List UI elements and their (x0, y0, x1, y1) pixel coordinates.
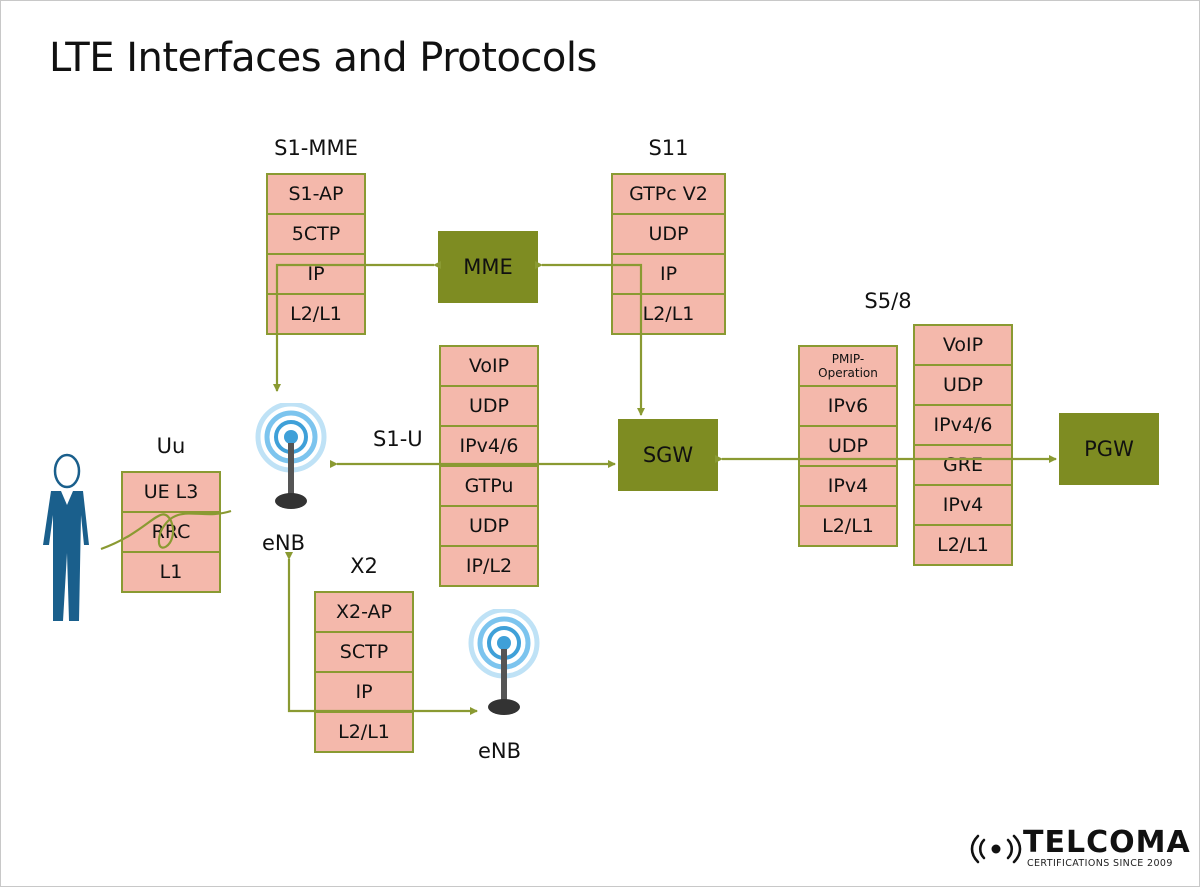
mme-node: MME (438, 231, 538, 303)
antenna-tower-icon (468, 609, 540, 715)
protocol-layer: PMIP-Operation (798, 345, 898, 387)
enb-label: eNB (262, 531, 306, 555)
interface-label: S11 (648, 136, 689, 160)
protocol-layer: GTPu (439, 465, 539, 507)
protocol-layer: UDP (913, 364, 1013, 406)
protocol-layer: S1-AP (266, 173, 366, 215)
protocol-layer: VoIP (439, 345, 539, 387)
interface-label: S1-MME (274, 136, 358, 160)
logo-tagline: CERTIFICATIONS SINCE 2009 (1027, 858, 1173, 869)
protocol-layer: UDP (439, 505, 539, 547)
protocol-layer: SCTP (314, 631, 414, 673)
protocol-layer: IPv4 (798, 465, 898, 507)
enb-label: eNB (478, 739, 522, 763)
protocol-layer: UDP (798, 425, 898, 467)
protocol-layer: L2/L1 (611, 293, 726, 335)
protocol-layer: L2/L1 (798, 505, 898, 547)
interface-label: S5/8 (864, 289, 912, 313)
protocol-layer: IPv4/6 (439, 425, 539, 467)
user-person-icon (43, 453, 89, 621)
interface-label: Uu (156, 434, 186, 458)
protocol-layer: IPv6 (798, 385, 898, 427)
interface-label: X2 (350, 554, 378, 578)
protocol-layer: L2/L1 (913, 524, 1013, 566)
protocol-layer: IP (314, 671, 414, 713)
logo-name: TELCOMA (1023, 825, 1191, 860)
protocol-layer: IPv4/6 (913, 404, 1013, 446)
sgw-node: SGW (618, 419, 718, 491)
pgw-node: PGW (1059, 413, 1159, 485)
protocol-layer: IP/L2 (439, 545, 539, 587)
telcoma-logo: TELCOMA CERTIFICATIONS SINCE 2009 (967, 825, 1190, 873)
slide-title: LTE Interfaces and Protocols (49, 35, 597, 81)
protocol-layer: IP (266, 253, 366, 295)
protocol-layer: UE L3 (121, 471, 221, 513)
protocol-layer: L1 (121, 551, 221, 593)
protocol-layer: GRE (913, 444, 1013, 486)
protocol-layer: L2/L1 (266, 293, 366, 335)
protocol-layer: X2-AP (314, 591, 414, 633)
antenna-tower-icon (255, 403, 327, 509)
signal-waves-icon (970, 834, 1022, 864)
protocol-layer: L2/L1 (314, 711, 414, 753)
protocol-layer: VoIP (913, 324, 1013, 366)
protocol-layer: UDP (611, 213, 726, 255)
protocol-layer: RRC (121, 511, 221, 553)
protocol-layer: IP (611, 253, 726, 295)
protocol-layer: IPv4 (913, 484, 1013, 526)
protocol-layer: UDP (439, 385, 539, 427)
protocol-layer: 5CTP (266, 213, 366, 255)
interface-label-s1-u: S1-U (373, 427, 423, 451)
protocol-layer: GTPc V2 (611, 173, 726, 215)
